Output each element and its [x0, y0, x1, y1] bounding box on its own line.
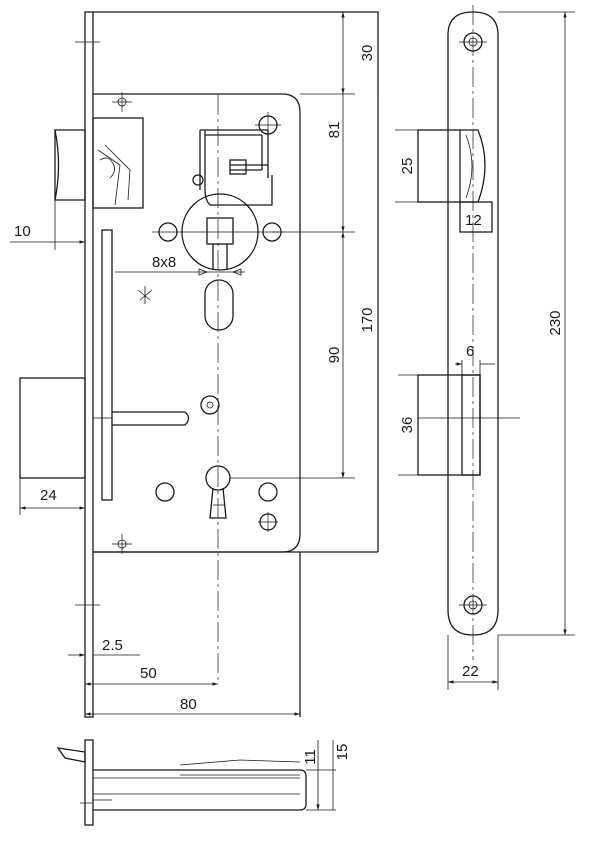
- center-screw: [200, 395, 220, 415]
- case-top-outline: [93, 11, 379, 552]
- dim-90-label: 90: [326, 347, 343, 364]
- dim-36-label: 36: [399, 417, 416, 434]
- dim-15-label: 15: [334, 744, 351, 761]
- bolt-rod: [101, 229, 113, 501]
- screw-hole-bottom-left: [155, 482, 175, 502]
- dim-6-label: 6: [466, 343, 474, 360]
- dim-22-label: 22: [462, 663, 479, 680]
- dim-80-label: 80: [180, 696, 197, 713]
- dim-25-label: 25: [399, 158, 416, 175]
- follower-hub: [152, 193, 286, 271]
- dim-11-label: 11: [302, 749, 319, 765]
- dim-50-label: 50: [140, 665, 157, 682]
- dim-230-label: 230: [547, 310, 564, 335]
- cylinder-slot: [204, 279, 234, 331]
- spring-upper: [199, 129, 268, 190]
- faceplate-outline: [447, 11, 499, 636]
- dim-2-5-label: 2.5: [102, 637, 123, 654]
- top-view-case: [93, 769, 307, 811]
- dim-24-label: 24: [40, 487, 57, 504]
- dim-8x8-label: 8x8: [152, 254, 176, 271]
- dim-12-label: 12: [465, 212, 482, 229]
- dim-30-label: 30: [359, 45, 376, 62]
- deadbolt-opening: [417, 374, 481, 476]
- deadbolt: [19, 377, 86, 479]
- top-view-forend: [84, 739, 94, 826]
- dim-170-label: 170: [359, 307, 376, 332]
- front-dimensions: 30 81 170 90 10 8x8 24 2.5 50: [10, 12, 379, 716]
- bolt-lever: [112, 411, 190, 426]
- dim-10-label: 10: [14, 223, 31, 240]
- latch-opening: [417, 129, 493, 233]
- screw-hole-bottom-right: [258, 482, 278, 532]
- front-view: [19, 11, 379, 718]
- lock-case: [93, 93, 301, 553]
- screw-crosses: [112, 92, 153, 554]
- top-view-latch: [56, 747, 86, 763]
- forend-strip: [84, 11, 94, 718]
- top-view: 11 15: [56, 739, 351, 826]
- latch-bolt: [54, 117, 144, 209]
- dim-81-label: 81: [326, 122, 343, 139]
- screw-hole-top: [255, 112, 281, 138]
- faceplate-view: 25 12 6 36 230 22: [395, 5, 575, 690]
